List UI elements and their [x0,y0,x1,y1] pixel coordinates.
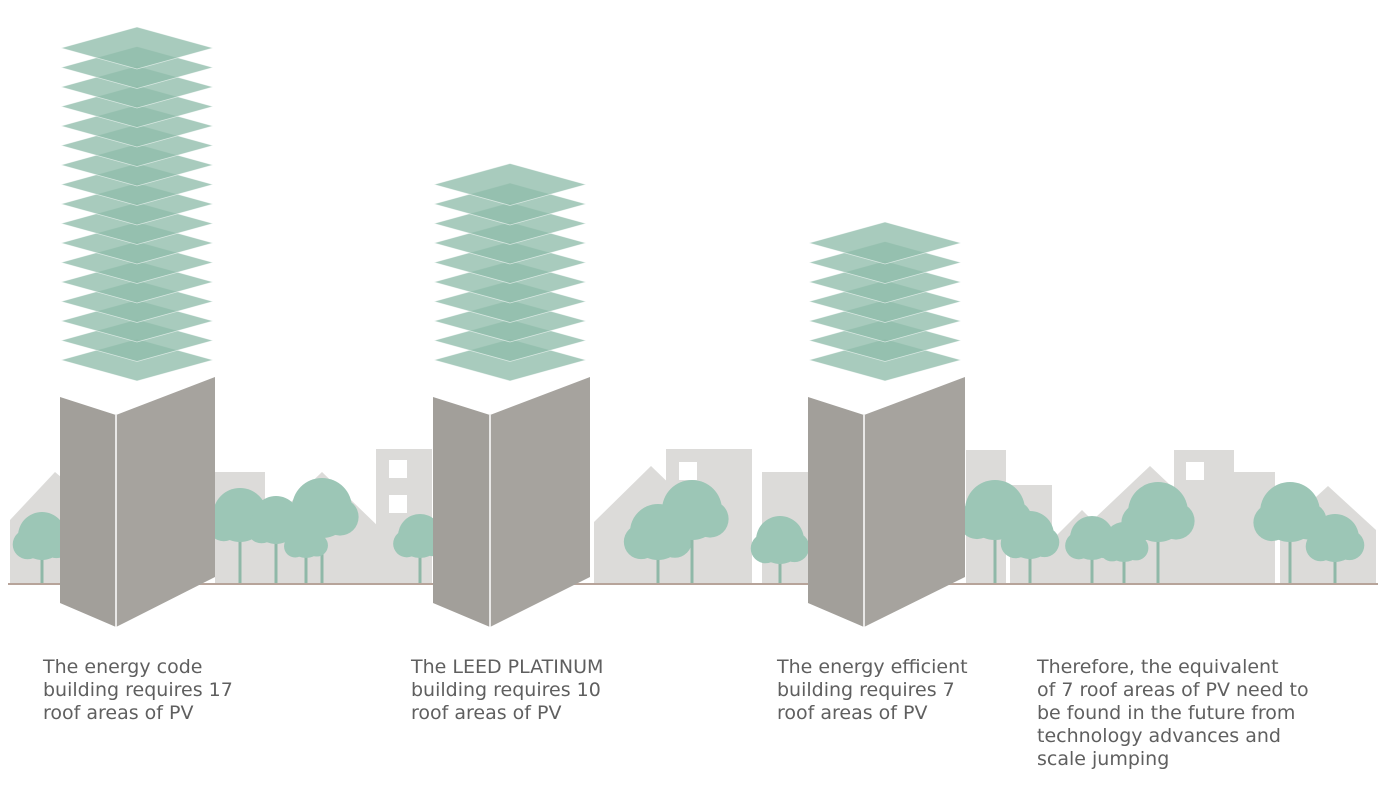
tree-icon [750,516,810,585]
solar-panel-layer-icon [59,26,215,70]
solar-panel-layer-icon [807,221,963,265]
window [389,460,407,478]
building-front-face [808,397,864,627]
building-side-face [490,377,590,627]
energy-efficient-building [807,221,965,627]
energy-code-building [59,26,215,627]
tree-icon [1000,511,1060,585]
tree-icon [1099,522,1149,585]
towers-group [59,26,965,627]
window [679,462,697,480]
tree-row [12,478,1365,585]
caption-energy-code-building: The energy code building requires 17 roo… [43,656,233,724]
tree-icon [246,496,306,585]
solar-panel-layer-icon [432,163,588,206]
building-side-face [864,377,965,627]
window [389,495,407,513]
tree-icon [1305,514,1365,585]
tree-icon [655,480,729,585]
tree-icon [284,522,328,585]
caption-energy-efficient-building: The energy efficient building requires 7… [777,656,968,724]
building-front-face [60,397,116,627]
caption-leed-platinum-building: The LEED PLATINUM building requires 10 r… [411,656,604,724]
window [1186,462,1204,480]
building-side-face [116,377,215,627]
caption-conclusion: Therefore, the equivalent of 7 roof area… [1037,656,1309,770]
building-front-face [433,397,490,627]
leed-platinum-building [432,163,590,627]
tree-icon [1121,482,1195,585]
